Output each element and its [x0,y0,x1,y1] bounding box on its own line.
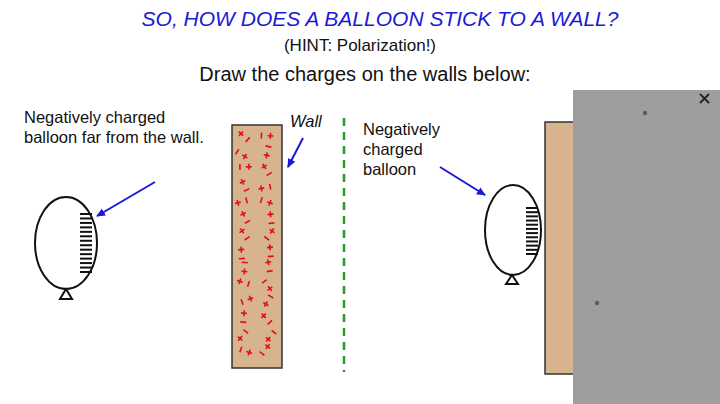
leader-arrow [97,182,155,216]
negative-charges [80,214,92,272]
overlay-panel [573,90,720,404]
divider [343,118,346,372]
leader-arrow [440,167,485,195]
leader-arrow [288,138,303,167]
hint: (HINT: Polarization!) [0,36,720,56]
callout-text: Wall [290,112,322,132]
instruction: Draw the charges on the walls below: [0,62,720,86]
close-icon [700,94,709,103]
balloon-tie [506,275,518,284]
dot [643,111,647,115]
balloon [35,197,97,289]
negative-charges [526,208,538,254]
title: SO, HOW DOES A BALLOON STICK TO A WALL? [0,6,720,31]
callout-text: Negatively charged balloon [363,120,463,179]
polarized-charges [235,131,276,355]
dot [595,301,599,305]
balloon [485,185,541,275]
callout-text: Negatively charged balloon far from the … [24,108,214,148]
balloon-tie [60,289,72,299]
wall [232,125,282,368]
